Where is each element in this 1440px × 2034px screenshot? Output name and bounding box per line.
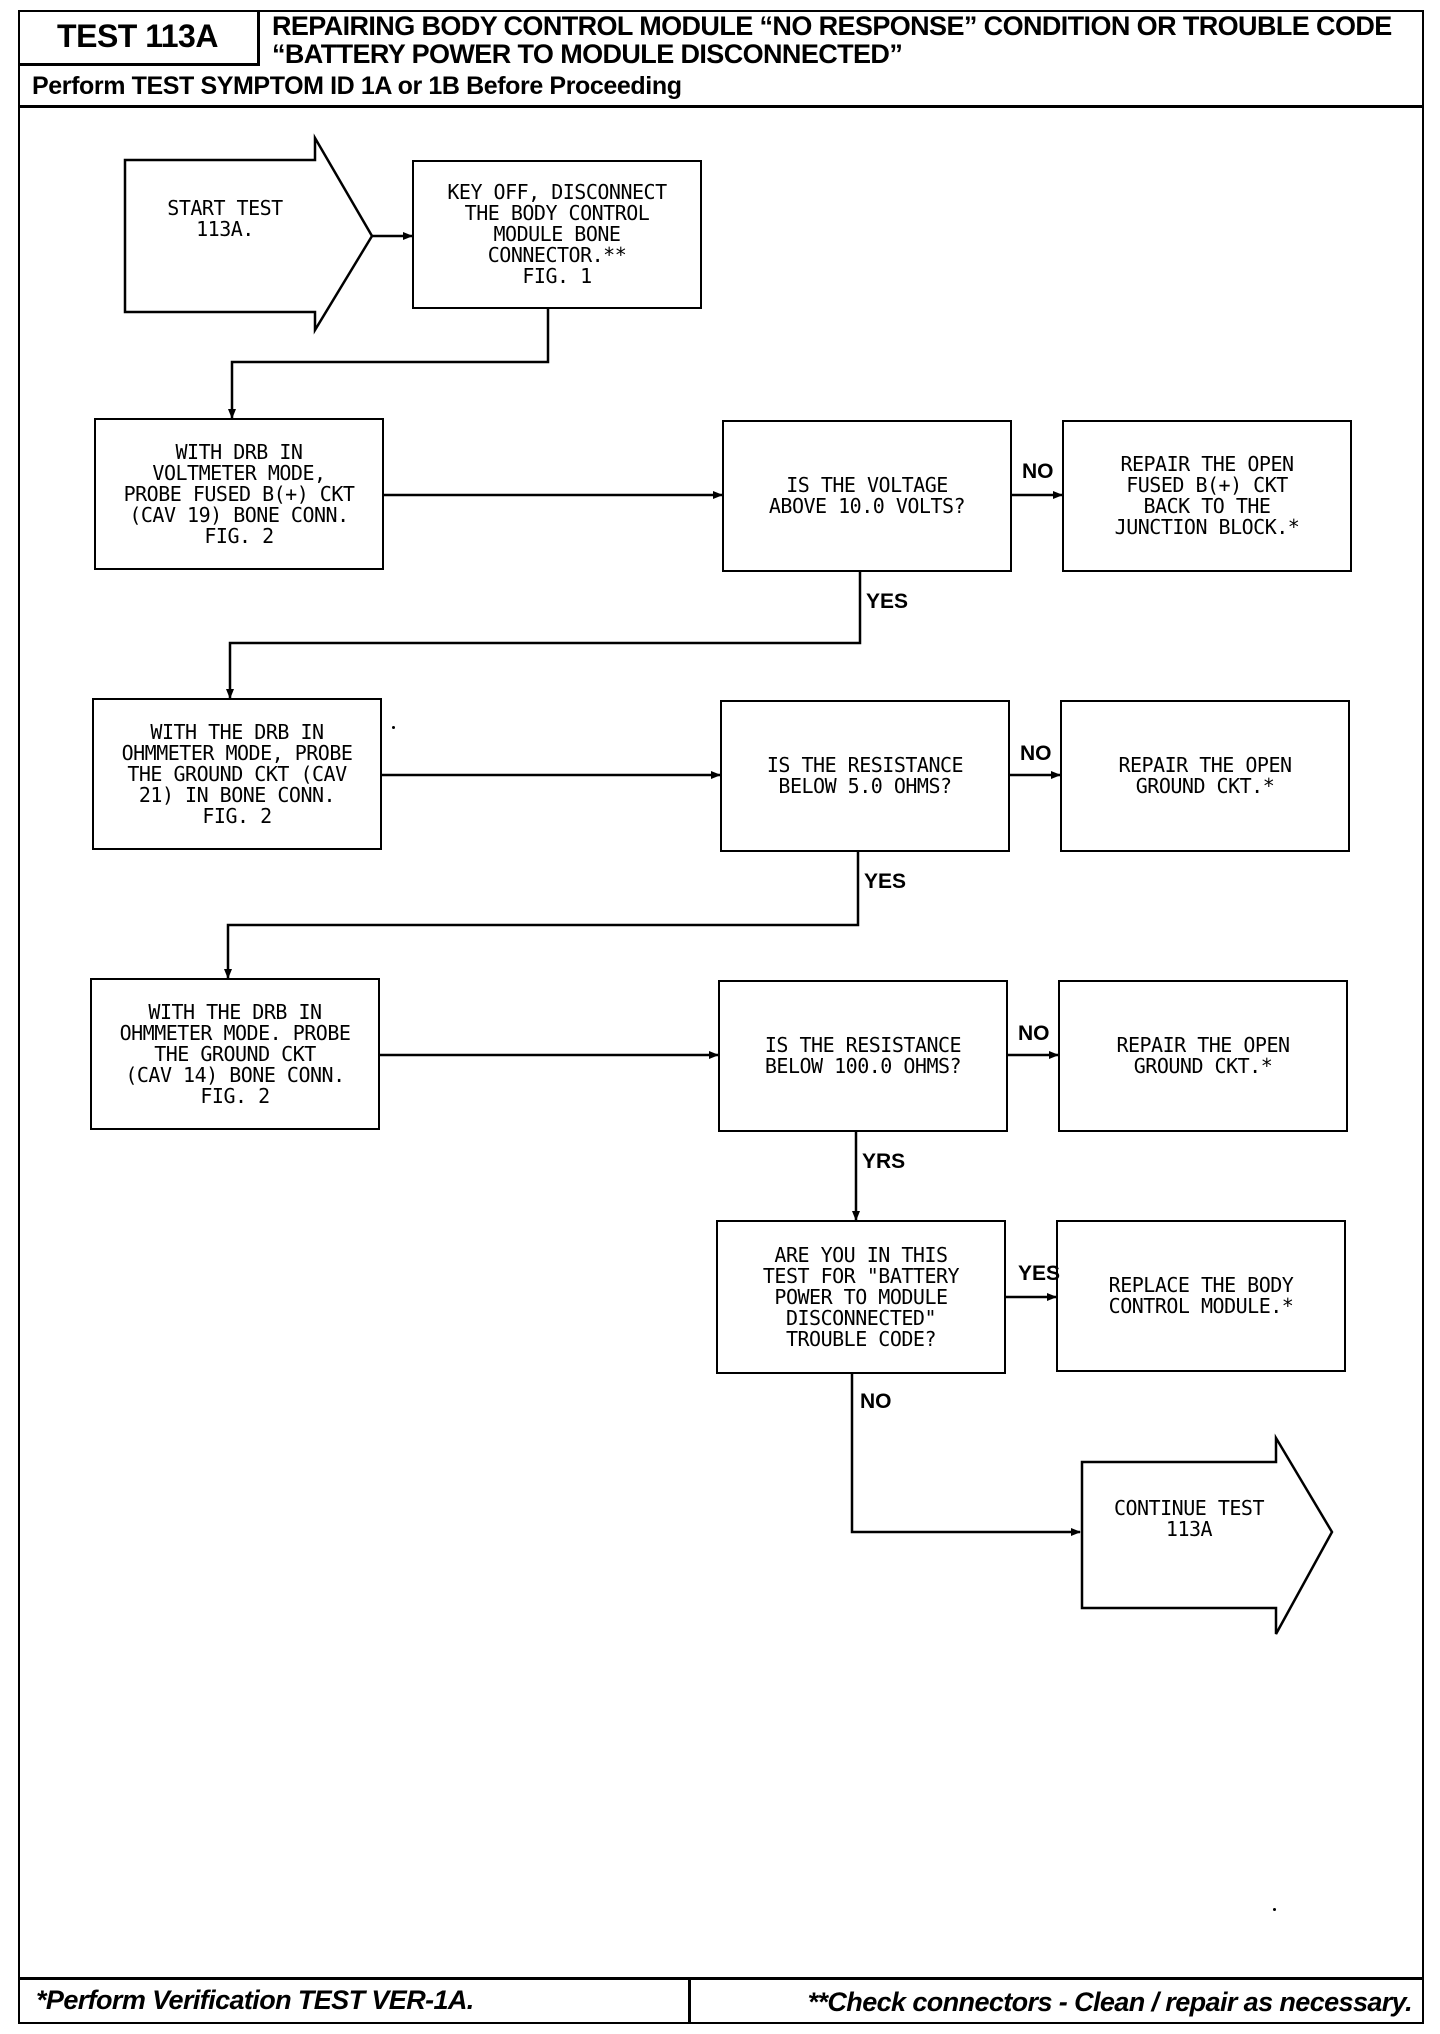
- step-probe-ground-cav21-text: WITH THE DRB IN OHMMETER MODE, PROBE THE…: [121, 719, 353, 828]
- no-label-1: NO: [1022, 460, 1054, 483]
- footer-divider: [18, 1977, 1424, 1980]
- replace-bcm-text: REPLACE THE BODY CONTROL MODULE.*: [1108, 1273, 1294, 1318]
- no-label-3: NO: [1018, 1022, 1050, 1045]
- footnote-verification: *Perform Verification TEST VER-1A.: [36, 1985, 474, 2015]
- step-probe-fused-b: WITH DRB IN VOLTMETER MODE, PROBE FUSED …: [94, 418, 384, 570]
- start-arrow-shape: [123, 133, 374, 335]
- yes-label-2: YES: [864, 870, 907, 893]
- decision-trouble-code-text: ARE YOU IN THIS TEST FOR "BATTERY POWER …: [762, 1242, 960, 1351]
- step-probe-fused-b-text: WITH DRB IN VOLTMETER MODE, PROBE FUSED …: [123, 439, 355, 548]
- yes-label-4: YES: [1018, 1262, 1061, 1285]
- repair-ground-2: REPAIR THE OPEN GROUND CKT.*: [1058, 980, 1348, 1132]
- repair-ground-1: REPAIR THE OPEN GROUND CKT.*: [1060, 700, 1350, 852]
- continue-label: CONTINUE TEST 113A: [1113, 1496, 1265, 1541]
- replace-body-control-module: REPLACE THE BODY CONTROL MODULE.*: [1056, 1220, 1346, 1372]
- decision-voltage: IS THE VOLTAGE ABOVE 10.0 VOLTS?: [722, 420, 1012, 572]
- continue-arrow-shape: [1080, 1433, 1334, 1635]
- step-disconnect-connector: KEY OFF, DISCONNECT THE BODY CONTROL MOD…: [412, 160, 702, 309]
- decision-resistance-5: IS THE RESISTANCE BELOW 5.0 OHMS?: [720, 700, 1010, 852]
- page-title: REPAIRING BODY CONTROL MODULE “NO RESPON…: [272, 11, 1392, 69]
- decision-trouble-code: ARE YOU IN THIS TEST FOR "BATTERY POWER …: [716, 1220, 1006, 1374]
- decision-resistance-100: IS THE RESISTANCE BELOW 100.0 OHMS?: [718, 980, 1008, 1132]
- start-label: START TEST 113A.: [167, 196, 283, 241]
- decision-resistance-100-text: IS THE RESISTANCE BELOW 100.0 OHMS?: [764, 1033, 962, 1078]
- speck-1: [392, 726, 395, 729]
- footer-separator: [688, 1977, 691, 2024]
- page-subtitle: Perform TEST SYMPTOM ID 1A or 1B Before …: [32, 72, 682, 100]
- no-label-2: NO: [1020, 742, 1052, 765]
- repair-fused-b-text: REPAIR THE OPEN FUSED B(+) CKT BACK TO T…: [1114, 452, 1300, 539]
- speck-2: [1273, 1908, 1276, 1911]
- step-probe-ground-cav21: WITH THE DRB IN OHMMETER MODE, PROBE THE…: [92, 698, 382, 850]
- repair-fused-b: REPAIR THE OPEN FUSED B(+) CKT BACK TO T…: [1062, 420, 1352, 572]
- step-disconnect-text: KEY OFF, DISCONNECT THE BODY CONTROL MOD…: [447, 180, 667, 288]
- step-probe-ground-cav14-text: WITH THE DRB IN OHMMETER MODE. PROBE THE…: [119, 999, 351, 1108]
- decision-voltage-text: IS THE VOLTAGE ABOVE 10.0 VOLTS?: [768, 473, 966, 518]
- test-id: TEST 113A: [18, 10, 260, 66]
- page-border: [18, 10, 1424, 2024]
- step-probe-ground-cav14: WITH THE DRB IN OHMMETER MODE. PROBE THE…: [90, 978, 380, 1130]
- repair-ground-2-text: REPAIR THE OPEN GROUND CKT.*: [1116, 1033, 1290, 1078]
- yes-label-1: YES: [866, 590, 909, 613]
- header-divider: [18, 105, 1424, 108]
- footnote-connectors: **Check connectors - Clean / repair as n…: [807, 1987, 1413, 2017]
- yes-label-3: YRS: [862, 1150, 906, 1173]
- repair-ground-1-text: REPAIR THE OPEN GROUND CKT.*: [1118, 753, 1292, 798]
- decision-resistance-5-text: IS THE RESISTANCE BELOW 5.0 OHMS?: [766, 753, 964, 798]
- no-label-4: NO: [860, 1390, 892, 1413]
